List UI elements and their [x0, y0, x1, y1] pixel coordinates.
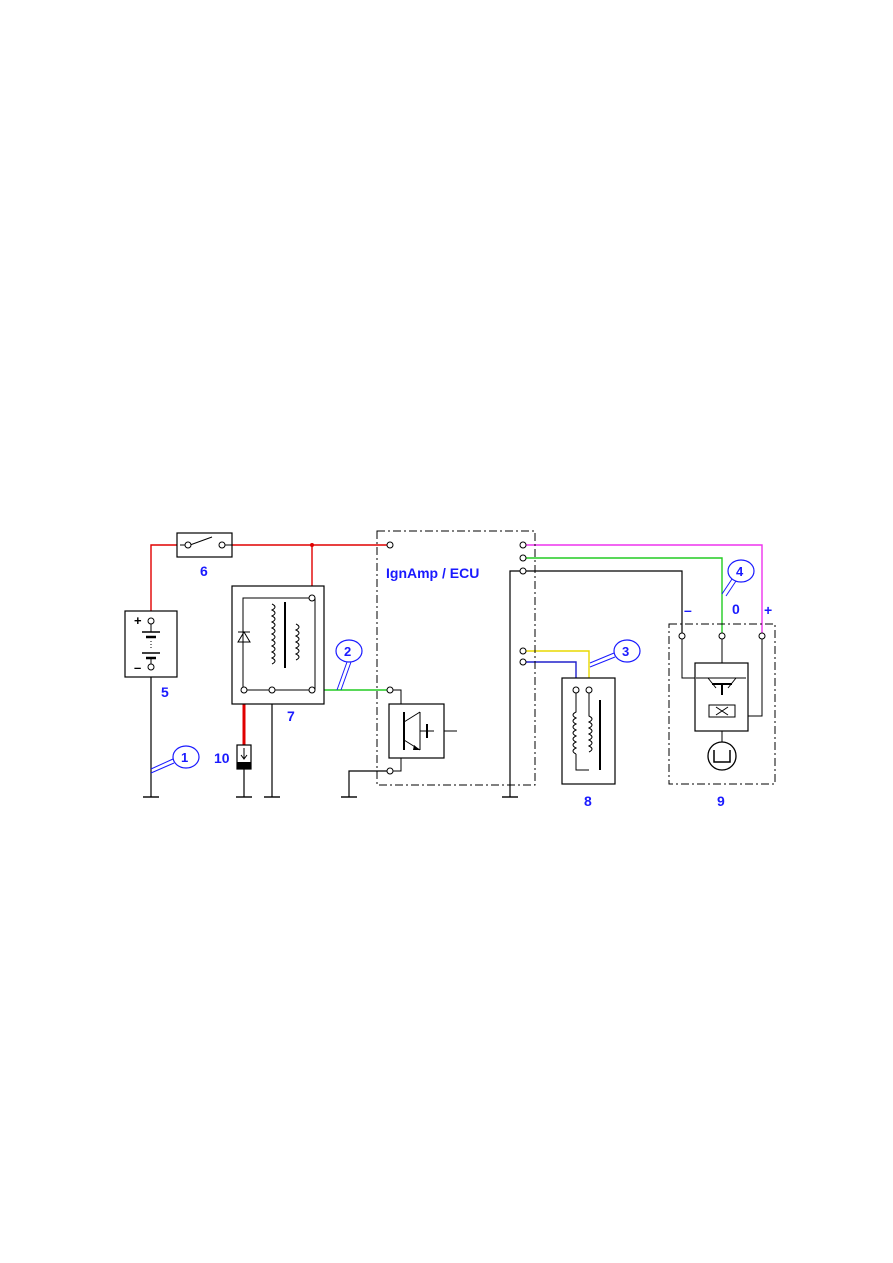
callout-2-number: 2: [344, 644, 351, 659]
sensor-boundary: [668, 623, 776, 785]
battery-minus-sign: –: [134, 660, 141, 675]
callout-2: 2: [335, 639, 363, 691]
ignition-switch[interactable]: [176, 532, 233, 558]
sensor-zero-label: 0: [732, 601, 740, 617]
sensor-minus-label: –: [684, 602, 692, 618]
battery-label: 5: [161, 684, 169, 700]
ecu-label: IgnAmp / ECU: [386, 565, 479, 581]
callout-4: 4: [721, 559, 755, 597]
ecu-transistor: [386, 686, 457, 775]
battery: + –: [124, 610, 178, 678]
fuse: [236, 744, 252, 770]
callout-1: 1: [150, 745, 200, 774]
ecu-boundary: [376, 530, 536, 786]
junction-dot: [310, 543, 314, 547]
sensor-label: 9: [717, 793, 725, 809]
switch-label: 6: [200, 563, 208, 579]
ignition-coil: [561, 677, 616, 785]
fuse-label: 10: [214, 750, 230, 766]
relay-label: 7: [287, 708, 295, 724]
ground-wires: [150, 570, 523, 797]
callout-4-number: 4: [736, 564, 744, 579]
callout-1-number: 1: [181, 750, 188, 765]
ecu-terminals: [386, 541, 527, 666]
green-sensor-wire: [523, 557, 723, 636]
magenta-sensor-wire: [523, 544, 763, 636]
coil-label: 8: [584, 793, 592, 809]
sensor-plus-label: +: [764, 602, 772, 618]
callout-3-number: 3: [622, 644, 629, 659]
yellow-coil-wire: [523, 650, 590, 690]
relay: [231, 585, 325, 705]
black-sensor-wire: [523, 570, 683, 636]
callout-3: 3: [589, 639, 641, 668]
battery-plus-sign: +: [134, 613, 142, 628]
hall-sensor: [678, 632, 766, 771]
